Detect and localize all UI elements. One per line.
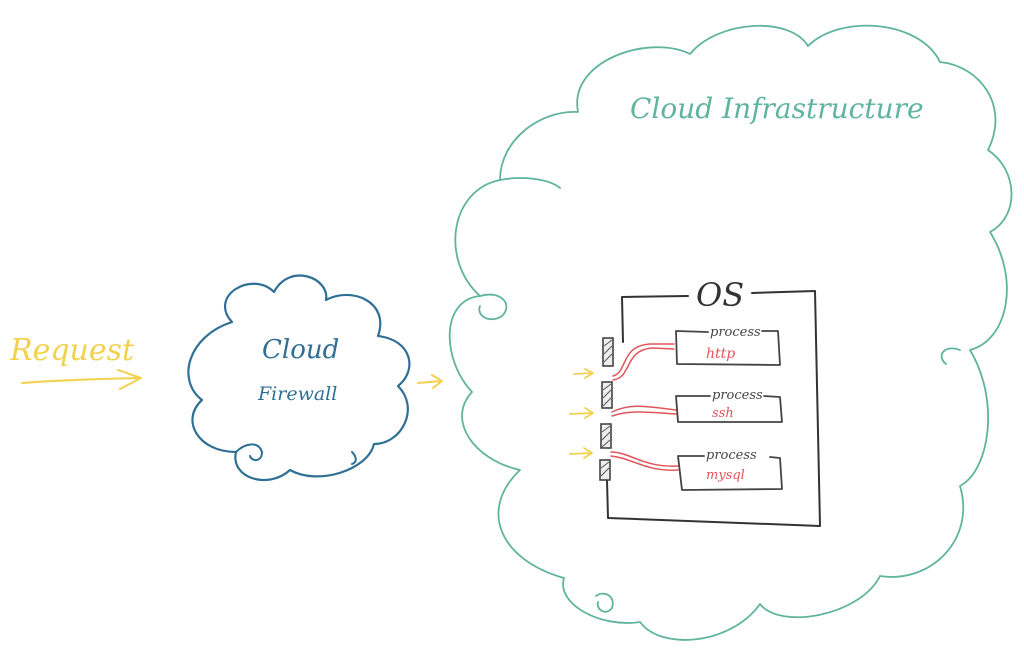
cloud-firewall: Cloud Firewall [187,274,411,481]
infrastructure-label: Cloud Infrastructure [630,92,924,125]
request-group: Request [9,333,142,390]
port-http-hatch [603,339,613,363]
port-ssh [601,381,613,409]
port-ssh-hatch [602,383,612,407]
port-arrow-1-icon [573,368,594,379]
link-ssh [611,405,677,417]
process-row-http: process http [602,325,781,381]
process-box-ssh [675,395,783,423]
process-name-ssh: ssh [712,406,734,421]
request-arrow-shaft [21,377,141,384]
infrastructure-cloud-outline [448,24,1013,641]
process-label: process [710,325,761,340]
port-http [602,337,614,367]
arrow-head-icon [431,374,443,389]
port-extra-hatch [600,461,610,477]
process-name-http: http [706,346,735,362]
process-label: process [712,388,763,403]
os-border-right-bottom [606,290,821,527]
link-mysql [610,451,679,471]
port-arrows [569,368,594,459]
os-label: OS [696,276,744,314]
infra-curl-left [478,293,508,321]
request-label: Request [9,333,135,368]
arrow-shaft [417,380,442,384]
firewall-cloud-curl-right [351,451,357,465]
cloud-infrastructure: Cloud Infrastructure [448,24,1013,641]
port-extra [599,459,611,481]
firewall-cloud-curl-left [235,443,263,462]
port-arrow-3-icon [569,447,593,459]
infra-curl-right [940,347,961,365]
os-border-top-left [621,295,689,343]
process-name-mysql: mysql [706,468,745,483]
infra-curl-bottom [595,592,614,613]
firewall-label-line1: Cloud [262,335,339,365]
infra-curl-top-left [499,177,561,189]
os-box: OS [606,276,821,527]
process-row-ssh: process ssh [601,381,783,423]
process-box-mysql [677,455,783,491]
process-label: process [706,448,757,463]
firewall-label-line2: Firewall [257,383,337,405]
port-arrow-2-icon [569,407,594,419]
link-http [612,343,675,381]
request-arrow-head-icon [117,369,142,390]
firewall-to-infra-arrow [417,374,443,389]
process-row-mysql: process mysql [599,423,783,491]
firewall-cloud-outline [187,274,411,481]
process-box-http [675,330,781,366]
port-mysql-hatch [601,425,611,448]
